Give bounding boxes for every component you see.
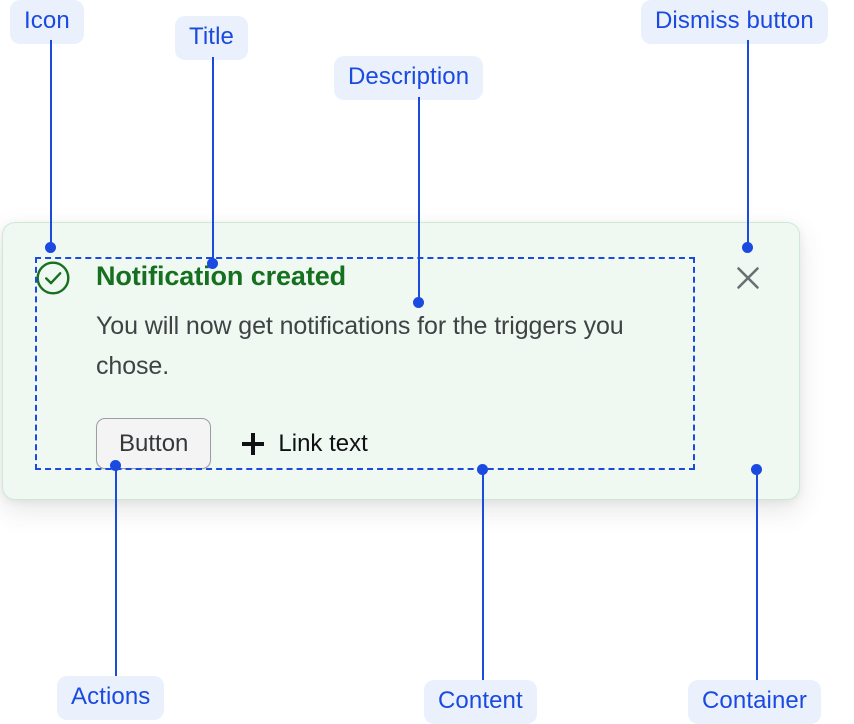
annotation-leader-description bbox=[418, 97, 420, 303]
annotation-label-actions: Actions bbox=[57, 676, 165, 720]
annotation-dot-container bbox=[751, 464, 762, 475]
annotation-label-icon: Icon bbox=[10, 0, 84, 44]
annotation-leader-title bbox=[212, 57, 214, 264]
check-circle-icon bbox=[36, 261, 70, 295]
toast-description: You will now get notifications for the t… bbox=[96, 312, 624, 380]
annotation-dot-dismiss-button bbox=[742, 242, 753, 253]
annotation-label-dismiss-button: Dismiss button bbox=[641, 0, 828, 44]
dismiss-button[interactable] bbox=[730, 260, 766, 296]
annotation-leader-icon bbox=[50, 40, 52, 248]
annotation-dot-title bbox=[207, 258, 218, 269]
annotation-dot-description bbox=[413, 297, 424, 308]
close-icon bbox=[737, 267, 759, 289]
annotation-label-container: Container bbox=[688, 680, 821, 724]
annotation-leader-dismiss-button bbox=[747, 40, 749, 248]
annotation-label-title: Title bbox=[175, 16, 248, 60]
annotation-dot-content bbox=[477, 464, 488, 475]
action-link-label: Link text bbox=[278, 429, 368, 457]
annotation-leader-container bbox=[756, 474, 758, 680]
action-link[interactable]: Link text bbox=[242, 429, 368, 458]
annotation-leader-actions bbox=[115, 470, 117, 676]
annotation-leader-content bbox=[482, 474, 484, 680]
annotation-dot-icon bbox=[45, 242, 56, 253]
toast-actions: Button Link text bbox=[96, 418, 368, 469]
toast-title: Notification created bbox=[96, 261, 347, 291]
annotation-dot-actions bbox=[110, 460, 121, 471]
annotation-label-description: Description bbox=[334, 56, 484, 100]
annotation-label-content: Content bbox=[424, 680, 537, 724]
plus-icon bbox=[242, 432, 265, 455]
